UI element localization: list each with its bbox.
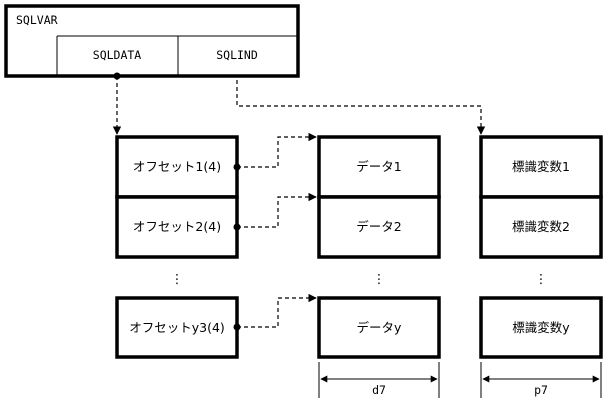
data-width-label: d7 — [372, 383, 386, 397]
offset-box-1 — [115, 135, 239, 199]
offset-pointer-arrow-y — [237, 293, 317, 328]
indicator-label-1: 標識変数1 — [512, 159, 570, 174]
indicator-column: 標識変数1 標識変数2 標識変数y ⋮ — [479, 135, 603, 359]
data-column: データ1 データ2 データy ⋮ — [317, 135, 441, 359]
data-width-dimension: d7 — [318, 362, 440, 398]
sqldata-field: SQLDATA — [93, 48, 142, 62]
sqlind-pointer-arrow — [236, 80, 486, 135]
data-label-y: データy — [357, 320, 403, 335]
indicator-width-label: p7 — [534, 383, 548, 397]
indicator-box-2 — [479, 195, 603, 259]
offset-ellipsis: ⋮ — [171, 271, 184, 286]
sqlvar-box — [4, 4, 300, 78]
indicator-box-y — [479, 296, 603, 359]
sqldata-pointer — [112, 72, 122, 135]
sqlvar-title: SQLVAR — [16, 13, 58, 27]
offset-pointer-arrow-2 — [237, 192, 317, 228]
offset-box-y — [115, 296, 239, 359]
offset-label-2: オフセット2(4) — [133, 219, 221, 234]
indicator-width-dimension: p7 — [480, 362, 602, 398]
indicator-label-y: 標識変数y — [512, 320, 570, 335]
offset-pointer-arrow-1 — [237, 132, 317, 168]
data-label-1: データ1 — [356, 159, 401, 174]
offset-label-1: オフセット1(4) — [133, 159, 221, 174]
sqlind-pointer — [236, 80, 486, 135]
sqlvar-struct: SQLVAR SQLDATA SQLIND — [4, 4, 300, 78]
data-box-y — [317, 296, 441, 359]
offset-column: オフセット1(4) オフセット2(4) オフセットy3(4) ⋮ — [115, 135, 239, 359]
sqlind-field: SQLIND — [216, 48, 258, 62]
offset-label-y: オフセットy3(4) — [129, 320, 225, 335]
indicator-box-1 — [479, 135, 603, 199]
indicator-label-2: 標識変数2 — [512, 219, 570, 234]
indicator-ellipsis: ⋮ — [535, 271, 548, 286]
offset-to-data-pointers — [233, 132, 317, 331]
data-label-2: データ2 — [356, 219, 401, 234]
data-ellipsis: ⋮ — [373, 271, 386, 286]
offset-box-2 — [115, 195, 239, 259]
data-box-2 — [317, 195, 441, 259]
